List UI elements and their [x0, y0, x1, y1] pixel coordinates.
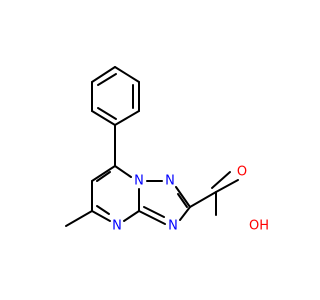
methyl-bond [65, 210, 93, 227]
phenyl-ring [91, 66, 140, 126]
atom-o-carbonyl: O [237, 165, 247, 180]
triazole-ring [138, 180, 191, 225]
molecule-structure: N N N N OH O [65, 66, 269, 234]
carboxylic-acid-group [189, 171, 239, 216]
pyrimidine-ring [91, 165, 140, 222]
atom-n-top: N [165, 174, 175, 189]
atom-n-pyrimidine: N [112, 219, 122, 234]
atom-n-bridge: N [134, 174, 144, 189]
atom-oh: OH [249, 219, 269, 234]
atom-n-right: N [168, 219, 178, 234]
